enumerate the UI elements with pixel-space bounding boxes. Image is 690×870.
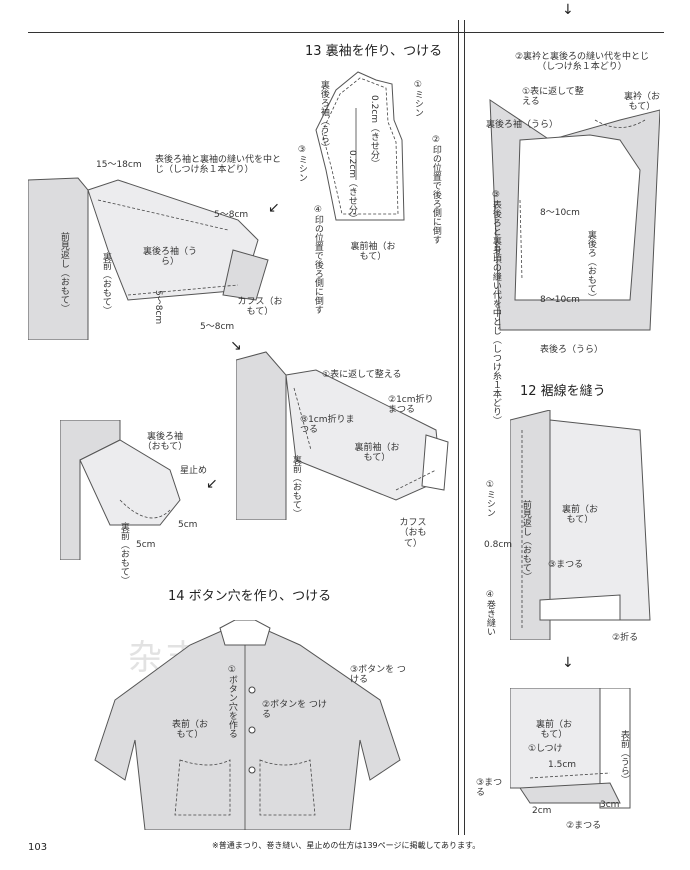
column-divider [458,20,459,835]
label-ura-mae: 裏前（おもて） [100,252,111,315]
label-matsuru3b: ③まつる [476,778,503,799]
label-omote-mae: 表前（おもて） [171,720,208,741]
arrow-3: ↙ [206,476,218,492]
label-ura-ushiro-sode: 裏後ろ袖（うら） [318,80,329,152]
label-shirushi-ushiro: ②印の位置で後ろ側に倒す [430,135,441,244]
label-oru2: ②折る [612,633,639,643]
jacket-figure [94,620,401,830]
label-cuffs: カフス（おもて） [237,297,283,318]
label-button-attach-3: ③ボタンを つける [350,665,406,686]
label-cm3: 3cm [600,800,620,810]
label-matsuru2: ②まつる [566,821,602,831]
label-range1: 8〜10cm [540,208,580,218]
label-range-left: 5〜8cm [200,322,235,332]
label-ura-eri: 裏衿（おもて） [623,92,660,113]
label-kisebun1: 0.2cm（きせ分） [368,95,379,169]
label-step12-mikaeshi: 前見返し（おもて） [520,500,531,581]
label-range-top: 15〜18cm [96,160,142,170]
label-cm15: 1.5cm [548,760,577,770]
label-cm08: 0.8cm [484,540,513,550]
label-cm5a: 5cm [136,540,156,550]
step12-title: 12 裾線を縫う [520,384,606,399]
label-ura-ushiro-sode-ura: 裏後ろ袖（うら） [142,247,197,268]
label-cm2: 2cm [532,806,552,816]
label-step12-ura-mae: 裏前（おもて） [561,505,598,526]
top-rule [28,32,664,33]
label-ura-mae-sode: 裏前袖（おもて） [350,242,396,263]
sleeve-lining-pattern [315,71,405,221]
label-step12-omote-mae: 表前（うら） [618,730,629,784]
label-fold-1cm-a: ③1cm折りまつる [300,415,355,436]
arrow-step12: ↓ [562,655,574,671]
label-cm5b: 5cm [178,520,198,530]
label-matsuru3: ③まつる [548,560,584,570]
label-step12-ura-mae-2: 裏前（おもて） [535,720,572,741]
label-right-ura-ushiro-sode: 裏後ろ袖（うら） [486,120,559,130]
label-hoshidome: 星止め [180,466,208,476]
label-right-nakatoji: ②裏衿と裏後ろの縫い代を中とじ（しつけ糸１本どり） [514,52,650,73]
label-range-right: 5〜8cm [214,210,249,220]
star-stitch-figure [60,420,181,560]
label-omote-kaeshi: ①表に返して整える [322,370,402,380]
arrow-right-top: ↓ [562,2,574,18]
sleeve-attach-figure [28,177,269,340]
label-kisebun2: 0.2cm（きせ分） [346,150,357,224]
label-range-bottom: 5〜8cm [152,290,163,325]
label-ura-ushiro: 裏後ろ（おもて） [585,230,596,302]
label-shirushi4: ④印の位置で後ろ側に倒す [312,205,323,314]
label-makinui: ④巻き縫い [484,590,495,636]
label-ura-ushiro-sode-omote: 裏後ろ袖（おもて） [142,432,188,453]
collar-lining-figure [489,99,660,331]
label-ura-mae-3: 裏前（おもて） [118,522,129,585]
label-range2: 8〜10cm [540,295,580,305]
label-ura-mae-sode-2: 裏前袖（おもて） [354,443,400,464]
hem-figure-1 [510,410,651,640]
label-fold-1cm-b: ②1cm折りまつる [388,395,434,416]
sleeve-finish-figure [236,351,449,520]
page-number: 103 [28,842,48,853]
step14-title: 14 ボタン穴を作り、つける [168,589,332,604]
hem-figure-2 [510,688,631,809]
label-omote-ushiro: 表後ろ（うら） [540,345,604,355]
label-mikaeshi: 前見返し（おもて） [58,232,69,313]
label-cuffs-2: カフス（おもて） [399,518,427,549]
label-right-omote-kaeshi: ①表に返して整える [522,87,584,108]
label-button-attach: ②ボタンを つける [262,700,327,721]
footnote: ※普通まつり、巻き縫い、星止めの仕方は139ページに掲載してあります。 [212,841,481,850]
arrow-1: ↙ [268,200,280,216]
label-buttonhole: ①ボタン穴を作る [226,665,237,738]
label-mishin1: ①ミシン [412,80,423,117]
label-nakatoji: 表後ろ袖と裏袖の縫い代を中とじ（しつけ糸１本どり） [155,155,282,176]
step13-title: 13 裏袖を作り、つける [305,44,443,59]
column-divider-inner [464,20,465,835]
label-ura-mae-2: 裏前（おもて） [290,455,301,518]
arrow-2: ↘ [230,338,242,354]
label-mishin3: ③ミシン [296,145,307,182]
label-shitsuke: ①しつけ [528,744,563,754]
label-step12-mishin: ①ミシン [484,480,495,517]
label-nakatoji2: ③表後ろと裏身頃の縫い代を中とじ（しつけ糸１本どり） [490,190,501,425]
